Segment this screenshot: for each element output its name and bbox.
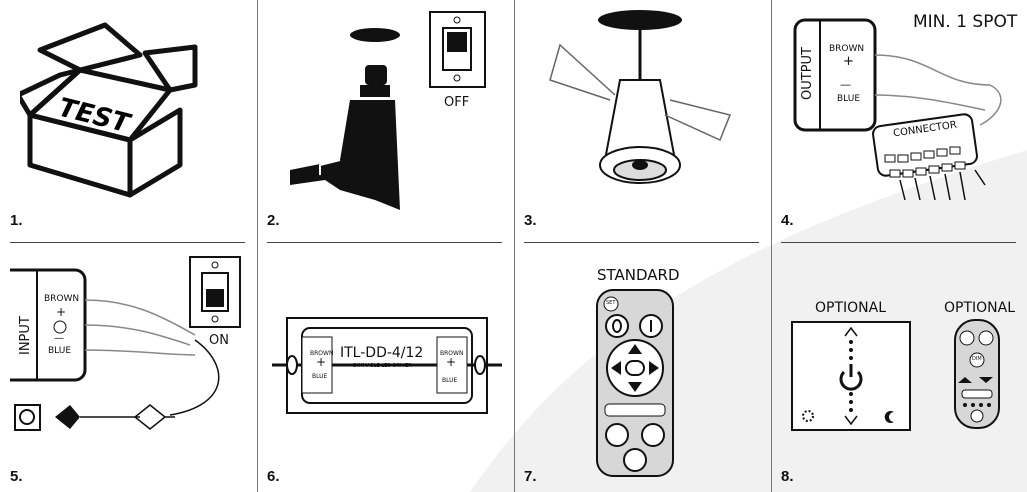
step-number: 3. — [524, 212, 537, 229]
step-number: 8. — [781, 468, 794, 485]
optional-title-right: OPTIONAL — [944, 300, 1016, 316]
minus-label: — — [54, 333, 64, 344]
driver-model: ITL-DD-4/12 — [340, 345, 424, 361]
min-spot-title: MIN. 1 SPOT — [913, 12, 1018, 32]
step-number: 1. — [10, 212, 23, 229]
optional-wall-panel — [791, 321, 911, 431]
minus-label: — — [840, 78, 851, 91]
divider-vertical — [514, 0, 515, 492]
led-driver-illustration — [272, 317, 502, 414]
input-plug-illustration — [10, 256, 241, 431]
divider-vertical — [771, 0, 772, 492]
optional-remote — [954, 319, 1000, 429]
driver-left-top: BROWN — [310, 350, 334, 357]
output-label: OUTPUT — [800, 47, 815, 100]
switch-off-label: OFF — [444, 95, 470, 110]
plus-label: + — [56, 305, 67, 319]
driver-sub: DIMMABLE LED DRIVER — [353, 363, 412, 369]
divider-vertical — [257, 0, 258, 492]
step-number: 6. — [267, 468, 280, 485]
switch-on-label: ON — [209, 333, 229, 348]
step-number: 4. — [781, 212, 794, 229]
driver-left-bottom: BLUE — [312, 373, 328, 380]
blue-label: BLUE — [837, 94, 861, 104]
test-box-illustration: TEST — [20, 22, 198, 198]
optional-title-left: OPTIONAL — [815, 300, 887, 316]
set-label: SET — [606, 300, 616, 306]
spotlight-illustration — [549, 10, 732, 184]
standard-title: STANDARD — [597, 266, 680, 284]
driver-right-top: BROWN — [440, 350, 464, 357]
step-number: 7. — [524, 468, 537, 485]
step-number: 2. — [267, 212, 280, 229]
input-label: INPUT — [18, 316, 33, 355]
plus-label: + — [843, 54, 854, 69]
blue-label: BLUE — [48, 346, 72, 356]
brown-label: BROWN — [44, 294, 80, 304]
driver-right-bottom: BLUE — [442, 377, 458, 384]
divider-horizontal — [781, 242, 1016, 243]
brown-label: BROWN — [829, 44, 865, 54]
standard-remote — [596, 289, 674, 477]
divider-horizontal — [524, 242, 759, 243]
drill-illustration — [290, 11, 486, 210]
divider-horizontal — [267, 242, 502, 243]
output-connector-illustration — [793, 18, 1002, 201]
divider-horizontal — [10, 242, 245, 243]
dim-label: DIM — [972, 356, 982, 362]
step-number: 5. — [10, 468, 23, 485]
